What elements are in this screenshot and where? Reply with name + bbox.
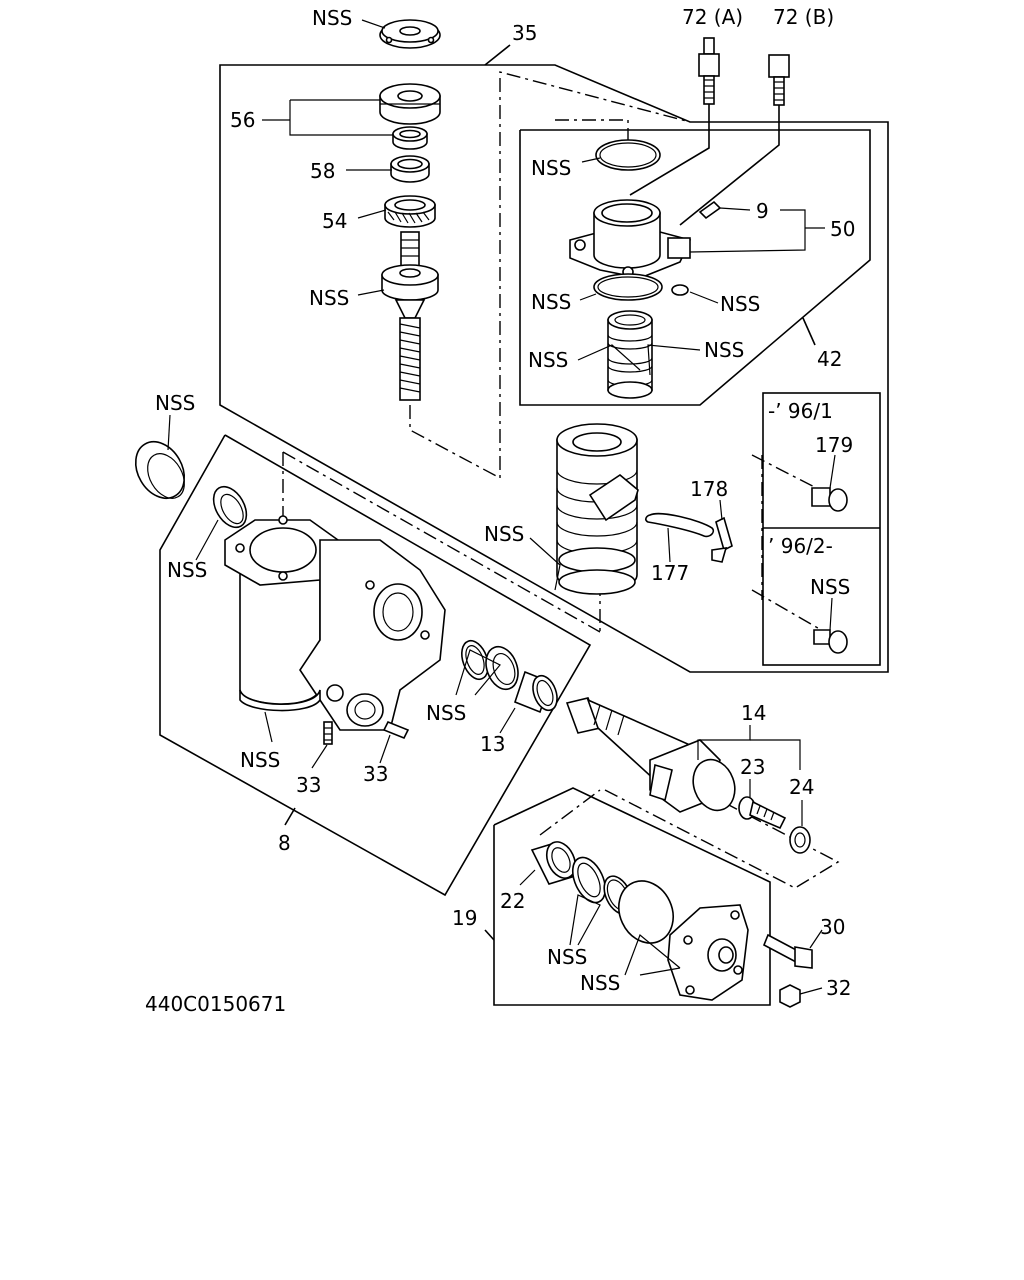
label-19: 19: [452, 906, 477, 930]
part-14-sector-shaft: [565, 697, 736, 813]
label-50: 50: [830, 217, 855, 241]
label-range-2: ’ 96/2-: [768, 534, 833, 558]
label-nss-housing: NSS: [240, 748, 280, 772]
label-nss-ring: NSS: [167, 558, 207, 582]
input-shaft: [381, 231, 439, 401]
label-22: 22: [500, 889, 525, 913]
label-23: 23: [740, 755, 765, 779]
part-72a-union: [629, 37, 720, 196]
part-30-bolt: [762, 933, 813, 969]
label-range-1: -’ 96/1: [768, 399, 833, 423]
drawing-number: 440C0150671: [145, 992, 286, 1016]
leader-lines: [167, 19, 836, 995]
part-24-nut: [789, 826, 811, 854]
label-178: 178: [690, 477, 728, 501]
label-nss-bolt-2: NSS: [810, 575, 850, 599]
label-54: 54: [322, 209, 347, 233]
gear-housing: [224, 515, 446, 731]
housing-seals: [461, 639, 519, 691]
label-nss-valve-left: NSS: [531, 290, 571, 314]
label-72a: 72 (A): [682, 5, 743, 29]
part-56-ring: [392, 126, 428, 150]
label-nss-cover-1: NSS: [547, 945, 587, 969]
label-30: 30: [820, 915, 845, 939]
part-179-bolt: [811, 487, 848, 512]
side-cover: [667, 904, 749, 1001]
part-32-nut: [779, 984, 801, 1008]
part-23-screw: [738, 796, 787, 830]
center-lines: [282, 71, 840, 889]
part-9-pin: [698, 200, 722, 220]
label-42: 42: [817, 347, 842, 371]
label-33-right: 33: [363, 762, 388, 786]
label-24: 24: [789, 775, 814, 799]
label-72b: 72 (B): [773, 5, 834, 29]
cover-seals: [571, 856, 674, 944]
label-nss-seals-left: NSS: [528, 348, 568, 372]
seal-nss-left: [134, 440, 186, 500]
label-177: 177: [651, 561, 689, 585]
valve-seals: [593, 273, 689, 399]
label-nss-valve-right: NSS: [720, 292, 760, 316]
part-22-bearing: [530, 841, 577, 885]
part-labels: NSS 35 72 (A) 72 (B) 56 58 54 NSS NSS 9 …: [145, 5, 855, 1016]
part-58-seal: [390, 155, 430, 183]
label-8: 8: [278, 831, 291, 855]
top-cover-plate: [379, 19, 441, 49]
label-nss-top-cover: NSS: [312, 6, 352, 30]
label-nss-cover-2: NSS: [580, 971, 620, 995]
label-13: 13: [480, 732, 505, 756]
label-nss-piston: NSS: [484, 522, 524, 546]
label-14: 14: [741, 701, 766, 725]
group-42-frame: [519, 129, 871, 406]
label-nss-shaft: NSS: [309, 286, 349, 310]
label-nss-boot: NSS: [155, 391, 195, 415]
part-72b-union: [679, 54, 790, 226]
seal-nss-left-ring: [212, 485, 248, 529]
part-54-bearing: [384, 195, 436, 228]
group-35-frame: [219, 44, 889, 673]
label-32: 32: [826, 976, 851, 1000]
part-33-plug-right: [382, 720, 410, 740]
label-nss-oring: NSS: [531, 156, 571, 180]
part-177-ball-guide: [645, 512, 715, 538]
label-33-left: 33: [296, 773, 321, 797]
part-56-adjuster: [379, 83, 441, 125]
label-nss-housing-seals: NSS: [426, 701, 466, 725]
label-56: 56: [230, 108, 255, 132]
variant-box: [762, 392, 881, 666]
label-58: 58: [310, 159, 335, 183]
piston-rack: [556, 423, 639, 595]
label-35: 35: [512, 21, 537, 45]
label-179: 179: [815, 433, 853, 457]
valve-oring: [595, 139, 661, 171]
label-nss-seals-right: NSS: [704, 338, 744, 362]
group-8-frame: [159, 434, 592, 897]
valve-housing: [569, 199, 692, 279]
variant-bolt-nss: [813, 629, 848, 654]
part-33-plug-left: [323, 721, 333, 745]
part-13-needle-bearing: [514, 670, 558, 714]
label-9: 9: [756, 199, 769, 223]
part-178-clamp: [711, 516, 733, 563]
